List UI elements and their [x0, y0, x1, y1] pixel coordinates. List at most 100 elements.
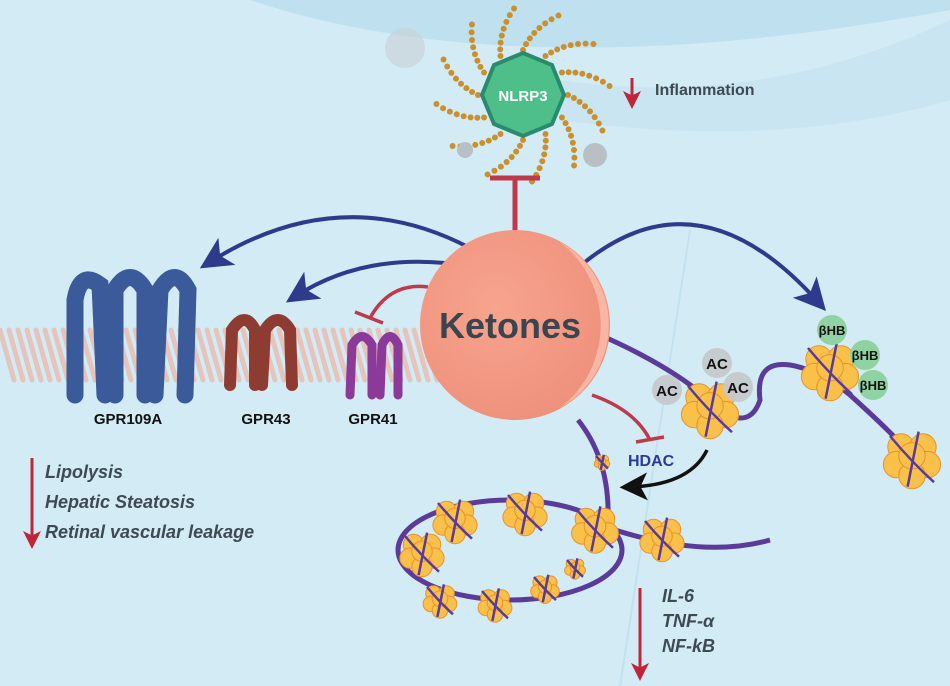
- ray-bead: [511, 5, 518, 12]
- arrow-to-gpr109a: [199, 215, 471, 269]
- nlrp3-label: NLRP3: [498, 88, 547, 105]
- ray-bead: [508, 153, 515, 160]
- ray-bead: [542, 53, 549, 60]
- ray-bead: [542, 137, 549, 144]
- ray-bead: [568, 132, 575, 139]
- nlrp3-icon: [479, 50, 567, 139]
- ray-bead: [593, 75, 600, 82]
- membrane-lipid: [402, 327, 422, 383]
- ketones-highlight: [560, 242, 609, 408]
- ray-bead: [571, 154, 578, 161]
- ray-bead: [470, 44, 477, 51]
- ray-bead: [481, 69, 488, 76]
- hdac-label: HDAC: [628, 453, 675, 470]
- ray-bead: [595, 120, 602, 127]
- ray-bead: [558, 114, 565, 121]
- nucleosome-icon: [422, 584, 458, 619]
- nucleosome-icon: [593, 454, 611, 471]
- deacetylation-arrow: [619, 449, 709, 501]
- gpr43-receptor: [224, 314, 298, 391]
- cell-membrane-band: [560, 20, 950, 132]
- cell-divider: [619, 229, 691, 686]
- ray-bead: [582, 40, 589, 47]
- membrane-lipid: [303, 327, 323, 383]
- membrane-lipid: [24, 327, 44, 383]
- ray-bead: [446, 108, 453, 115]
- ray-bead: [572, 69, 579, 76]
- ray-bead: [498, 32, 505, 39]
- ray-bead: [570, 147, 577, 154]
- ray-bead: [523, 41, 530, 48]
- ray-bead: [474, 114, 481, 121]
- ray-bead: [536, 24, 543, 31]
- ketones-label: Ketones: [439, 305, 581, 346]
- gpr41-label: GPR41: [348, 411, 397, 428]
- ac-mark: AC: [727, 380, 749, 397]
- acetyl-marks: AC AC AC: [652, 348, 753, 405]
- ray-bead: [548, 16, 555, 23]
- membrane-lipid: [330, 327, 350, 383]
- cytokine-nfkb: NF-kB: [662, 636, 715, 656]
- ray-bead: [472, 141, 479, 148]
- ray-bead: [433, 100, 440, 107]
- membrane-lipid: [51, 327, 71, 383]
- arrow-to-gpr43: [285, 259, 446, 303]
- ray-bead: [555, 12, 562, 19]
- ray-bead: [497, 163, 504, 170]
- membrane-lipid: [195, 327, 215, 383]
- ray-bead: [542, 130, 549, 137]
- ray-bead: [575, 41, 582, 48]
- bhb-mark: βHB: [819, 323, 846, 338]
- ray-bead: [531, 30, 538, 37]
- bhb-marks: βHB βHB βHB: [817, 315, 888, 400]
- gpr109a-label: GPR109A: [94, 411, 163, 428]
- ray-bead: [606, 83, 613, 90]
- ray-bead: [500, 25, 507, 32]
- ray-bead: [477, 63, 484, 70]
- ray-bead: [506, 12, 513, 19]
- nucleosome-icon: [530, 574, 560, 604]
- ray-bead: [485, 137, 492, 144]
- ray-bead: [567, 42, 574, 49]
- ray-bead: [516, 142, 523, 149]
- ray-bead: [449, 143, 456, 150]
- ray-bead: [440, 105, 447, 112]
- nucleosome-icon: [800, 343, 860, 402]
- ray-bead: [571, 162, 578, 169]
- ray-bead: [484, 171, 491, 178]
- inflammation-label: Inflammation: [655, 82, 755, 99]
- membrane-lipid: [6, 327, 26, 383]
- nucleosome-icon: [571, 506, 619, 554]
- ray-bead: [576, 98, 583, 105]
- ray-bead: [497, 53, 504, 60]
- membrane-lipid: [321, 327, 341, 383]
- membrane-lipid: [267, 327, 287, 383]
- ray-bead: [497, 46, 504, 53]
- nucleosome-icon: [399, 532, 445, 578]
- ray-bead: [503, 18, 510, 25]
- ray-bead: [554, 46, 561, 53]
- effect-hepatic-steatosis: Hepatic Steatosis: [45, 492, 195, 512]
- hdac-inhibition-bar: [635, 435, 665, 444]
- ray-bead: [586, 72, 593, 79]
- ray-bead: [541, 151, 548, 158]
- nucleosome-icon: [432, 499, 478, 545]
- membrane-lipid: [15, 327, 35, 383]
- ray-bead: [440, 56, 447, 63]
- ray-bead: [497, 39, 504, 46]
- ray-bead: [599, 127, 606, 134]
- gpr109a-receptor: [66, 269, 197, 404]
- membrane-lipid: [33, 327, 53, 383]
- ray-bead: [579, 70, 586, 77]
- ray-bead: [448, 69, 455, 76]
- nucleosome-icon: [564, 558, 586, 580]
- ray-bead: [548, 49, 555, 56]
- bhb-mark: βHB: [860, 378, 887, 393]
- ray-bead: [460, 113, 467, 120]
- nucleosome-icon: [477, 588, 513, 623]
- ray-bead: [569, 139, 576, 146]
- ray-bead: [591, 114, 598, 121]
- effect-lipolysis: Lipolysis: [45, 462, 123, 482]
- ray-bead: [558, 69, 565, 76]
